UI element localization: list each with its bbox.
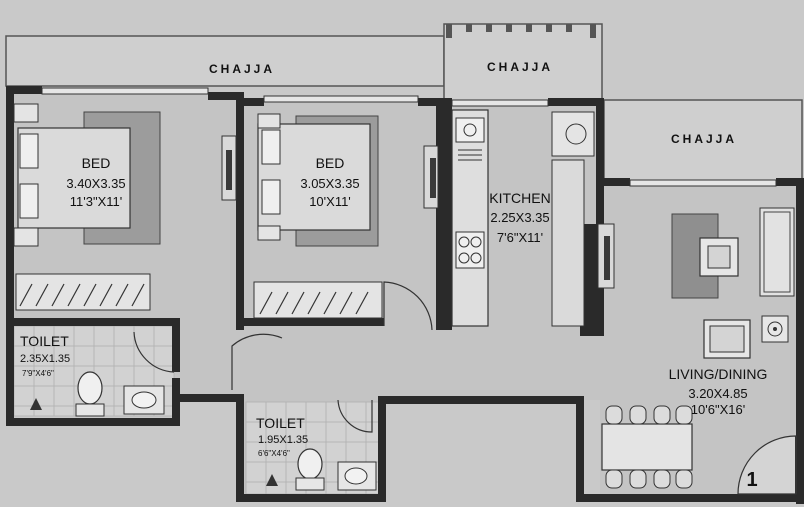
chajja-right: [603, 99, 803, 185]
bed-1-hatch: [19, 283, 145, 307]
bed-1-furniture: [13, 103, 161, 311]
toilet-2-dim-m: 1.95X1.35: [258, 434, 308, 446]
chajja-left-label: CHAJJA: [209, 62, 275, 76]
chajja-right-label: CHAJJA: [671, 132, 737, 146]
kitchen-platform: [451, 109, 595, 327]
toilet-1-tiles: [13, 325, 175, 417]
kitchen-dim-m: 2.25X3.35: [490, 210, 549, 225]
entrance-door: [737, 435, 797, 495]
windows: [41, 87, 777, 187]
washing-machine: [551, 111, 595, 157]
bed-1-dim-m: 3.40X3.35: [66, 176, 125, 191]
chajja-left: [5, 35, 445, 87]
toilet-1-dim-m: 2.35X1.35: [20, 353, 70, 365]
room-doors: [133, 281, 433, 433]
toilet-1-dim-ft: 7'9"X4'6": [22, 369, 54, 378]
toilet-2-name: TOILET: [256, 415, 305, 431]
unit-number: 1: [746, 469, 757, 491]
kitchen-dim-ft: 7'6"X11': [497, 230, 543, 245]
toilet-2-fixtures: [266, 448, 377, 491]
dining-table: [601, 423, 693, 471]
living-name: LIVING/DINING: [669, 366, 768, 382]
toilet-1-name: TOILET: [20, 333, 69, 349]
living-dim-ft: 10'6"X16': [691, 402, 745, 417]
chajja-center: [443, 23, 603, 103]
toilet-2-dim-ft: 6'6"X4'6": [258, 449, 290, 458]
walls: [6, 86, 804, 504]
living-furniture: [601, 207, 795, 489]
bed-2-hatch: [259, 291, 369, 315]
toilet-1-fixtures: [30, 371, 165, 417]
chajja-center-railing: [446, 24, 596, 38]
living-dim-m: 3.20X4.85: [688, 386, 747, 401]
chajja-center-label: CHAJJA: [487, 60, 553, 74]
bed-2-dim-ft: 10'X11': [309, 194, 351, 209]
kitchen-name: KITCHEN: [489, 190, 550, 206]
bed-2-name: BED: [316, 155, 345, 171]
bed-2-furniture: [253, 113, 383, 319]
bed-1-dim-ft: 11'3"X11': [70, 194, 122, 209]
bed-1-name: BED: [82, 155, 111, 171]
bed-2-dim-m: 3.05X3.35: [300, 176, 359, 191]
wardrobe-panels: [221, 135, 615, 289]
